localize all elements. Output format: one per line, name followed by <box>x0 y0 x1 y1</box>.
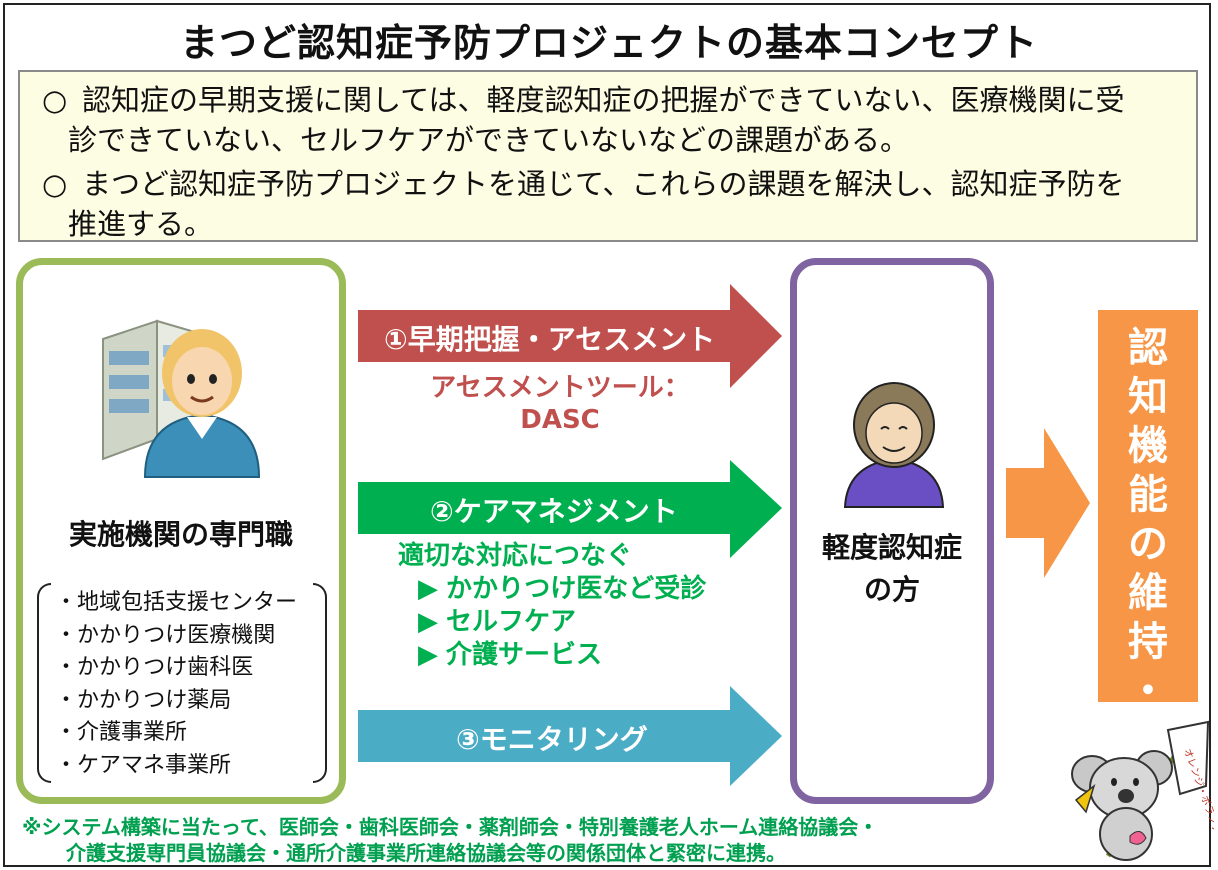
arrow-label-monitoring: ③モニタリング <box>456 723 648 756</box>
mild-dementia-label: 軽度認知症 の方 <box>821 531 962 606</box>
institution-item: ・地域包括支援センター <box>55 590 298 615</box>
circle-bullet: ○ <box>42 167 68 201</box>
care-item: ▶セルフケア <box>418 607 577 637</box>
institution-list: ・地域包括支援センター ・かかりつけ医療機関 ・かかりつけ歯科医 ・かかりつけ薬… <box>55 587 297 782</box>
institution-item: ・かかりつけ歯科医 <box>55 655 254 680</box>
arrow-to-result <box>1006 428 1090 578</box>
concept-line: 認知症の早期支援に関しては、軽度認知症の把握ができていない、医療機関に受 <box>82 83 1125 117</box>
arrow-label-care-management: ②ケアマネジメント <box>430 495 678 528</box>
elderly-person-icon <box>843 382 945 508</box>
footnote-line: ※システム構築に当たって、医師会・歯科医師会・薬剤師会・特別養護老人ホーム連絡協… <box>22 815 879 839</box>
result-text: 認 知 機 能 の 維 持 ・ 改 善 <box>1128 325 1168 812</box>
bracket-right <box>313 583 327 783</box>
professional-icon <box>102 319 261 478</box>
concept-box: ○ 認知症の早期支援に関しては、軽度認知症の把握ができていない、医療機関に受 診で… <box>18 70 1198 242</box>
care-text: 適切な対応につなぐ ▶かかりつけ医など受診 ▶セルフケア ▶介護サービス <box>398 540 706 672</box>
footnote: ※システム構築に当たって、医師会・歯科医師会・薬剤師会・特別養護老人ホーム連絡協… <box>22 814 878 866</box>
assessment-tool-name: DASC <box>520 405 600 435</box>
arrow-early-assessment <box>358 284 782 388</box>
footnote-line: 介護支援専門員協議会・通所介護事業所連絡協議会等の関係団体と緊密に連携。 <box>66 841 786 865</box>
professionals-label: 実施機関の専門職 <box>68 518 293 551</box>
arrow-care-management <box>358 460 782 558</box>
institution-item: ・ケアマネ事業所 <box>55 752 232 778</box>
person-icon <box>143 329 261 478</box>
concept-line: 診できていない、セルフケアができていないなどの課題がある。 <box>68 123 910 157</box>
koala-mascot-icon: オレンジ・ボランティア <box>1071 720 1214 861</box>
institution-bracket: ・地域包括支援センター ・かかりつけ医療機関 ・かかりつけ歯科医 ・かかりつけ薬… <box>37 583 327 785</box>
care-item: ▶かかりつけ医など受診 <box>418 574 707 604</box>
mascot-banner-text: オレンジ・ボランティア <box>1181 747 1214 854</box>
arrow-monitoring <box>358 686 782 786</box>
assessment-tool-text: アセスメントツール： DASC <box>360 372 760 436</box>
triangle-icon: ▶ <box>418 607 438 637</box>
triangle-icon: ▶ <box>418 640 438 670</box>
concept-item: ○ 認知症の早期支援に関しては、軽度認知症の把握ができていない、医療機関に受 診で… <box>42 80 1180 160</box>
professionals-box: 実施機関の専門職 ・地域包括支援センター ・かかりつけ医療機関 ・かかりつけ歯科… <box>16 258 346 804</box>
concept-item: ○ まつど認知症予防プロジェクトを通じて、これらの課題を解決し、認知症予防を 推進… <box>42 164 1180 244</box>
slide-frame <box>3 3 1211 867</box>
triangle-icon: ▶ <box>418 574 438 604</box>
result-box: 認 知 機 能 の 維 持 ・ 改 善 <box>1098 310 1198 812</box>
arrow-label-early-assessment: ①早期把握・アセスメント <box>384 323 716 356</box>
institution-item: ・介護事業所 <box>55 720 188 745</box>
mild-dementia-person-box: 軽度認知症 の方 <box>790 258 994 804</box>
concept-line: 推進する。 <box>68 207 214 241</box>
page-title: まつど認知症予防プロジェクトの基本コンセプト <box>179 21 1038 65</box>
care-item: ▶介護サービス <box>418 640 603 670</box>
concept-line: まつど認知症予防プロジェクトを通じて、これらの課題を解決し、認知症予防を <box>82 167 1125 201</box>
institution-item: ・かかりつけ医療機関 <box>55 622 276 648</box>
care-heading: 適切な対応につなぐ <box>398 541 633 571</box>
assessment-tool-line: アセスメントツール： <box>430 373 690 403</box>
circle-bullet: ○ <box>42 83 68 117</box>
institution-item: ・かかりつけ薬局 <box>55 687 232 713</box>
bracket-left <box>37 583 51 783</box>
